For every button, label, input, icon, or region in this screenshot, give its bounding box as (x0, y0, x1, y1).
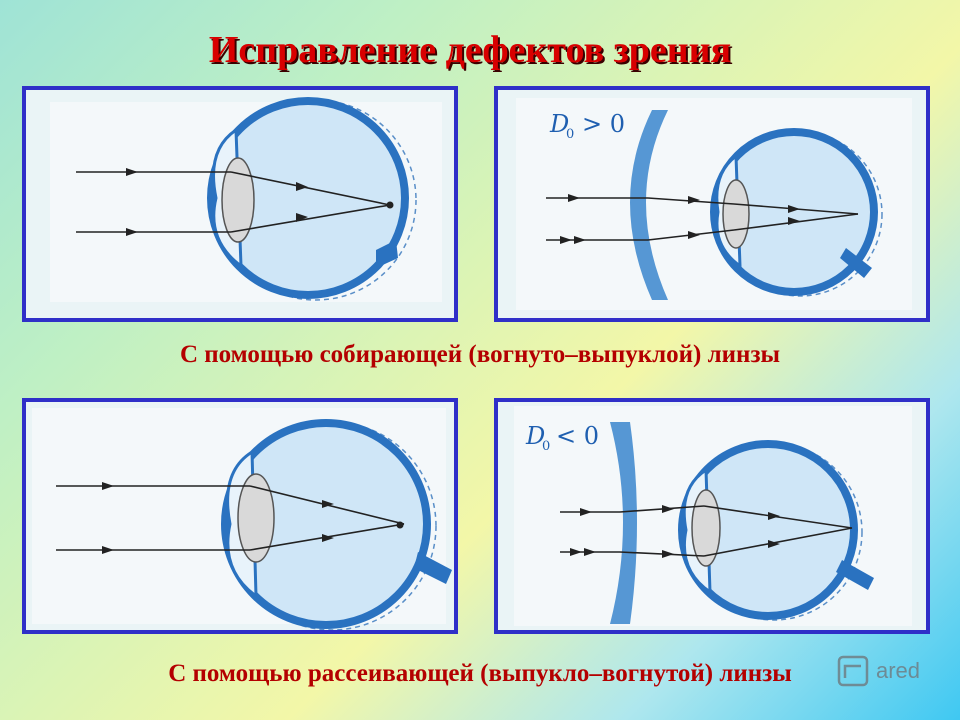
converging-lens-icon (630, 110, 668, 300)
diagram-panel-top-left (22, 86, 458, 322)
hyperopia-eye-diagram (50, 97, 442, 302)
converging-lens-eye-diagram: D 0 > 0 (516, 98, 912, 310)
diverging-lens-icon (610, 422, 637, 624)
caption-diverging-lens: С помощью рассеивающей (выпукло–вогнутой… (168, 660, 792, 687)
watermark-logo: ared (836, 654, 920, 688)
optical-power-label: D (549, 110, 569, 138)
myopia-eye-diagram (32, 408, 452, 630)
optical-power-relation: < 0 (556, 422, 599, 450)
diagram-panel-top-right: D 0 > 0 (494, 86, 930, 322)
optical-power-label: D (525, 422, 545, 450)
optical-power-relation: > 0 (582, 110, 625, 138)
watermark-text: ared (875, 658, 920, 683)
optical-power-subscript: 0 (566, 127, 574, 142)
caption-converging-lens: С помощью собирающей (вогнуто–выпуклой) … (179, 341, 781, 368)
logo-icon (837, 655, 869, 687)
diagram-panel-bottom-left (22, 398, 458, 634)
diverging-lens-eye-diagram: D 0 < 0 (514, 406, 912, 626)
slide-title: Исправление дефектов зрения (208, 29, 732, 71)
optical-power-subscript: 0 (542, 439, 550, 454)
diagram-panel-bottom-right: D 0 < 0 (494, 398, 930, 634)
